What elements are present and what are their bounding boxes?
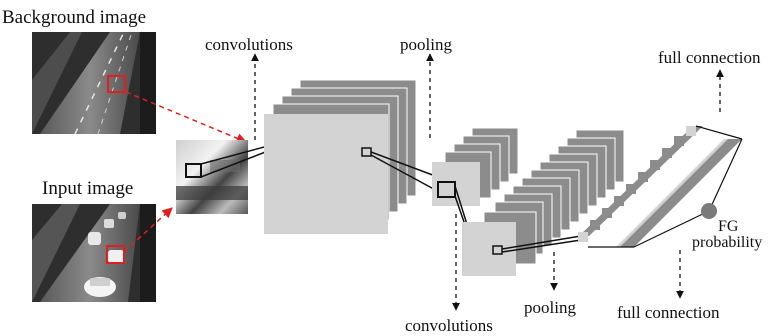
convolutions-label-top: convolutions [205,35,293,54]
full-connection-label-top: full connection [658,48,761,67]
pooling-label-bottom: pooling [524,298,576,317]
input-image-title: Input image [42,178,133,199]
probability-label: probability [692,234,762,251]
background-patch-arrow [125,91,247,144]
pooling-label-top: pooling [400,35,452,54]
full-connection-label-bottom: full connection [617,303,720,322]
input-photo [32,204,156,302]
pool-layer-2-strip [578,126,703,242]
fg-label: FG [718,218,739,235]
input-patch [176,140,248,214]
background-photo [32,31,156,135]
conv-layer-1-stack [264,79,417,234]
background-image-title: Background image [2,7,146,28]
convolutions-label-bottom: convolutions [405,316,493,335]
fc-layer-bar [616,139,742,247]
conv-layer-2-stack [462,129,625,276]
input-patch-arrow [123,207,173,253]
fg-output-node [701,203,717,219]
pool-layer-1-stack [432,127,519,206]
